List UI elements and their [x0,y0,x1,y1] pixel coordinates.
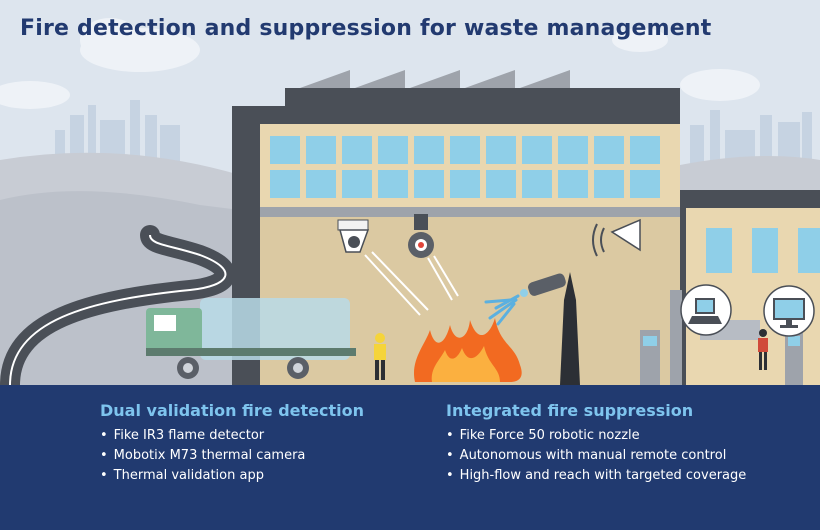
fire-icon [413,318,522,382]
clouds [0,18,760,109]
detection-list: Fike IR3 flame detector Mobotix M73 ther… [100,428,364,483]
info-panel: Dual validation fire detection Fike IR3 … [0,385,820,530]
detection-item: Fike IR3 flame detector [100,428,364,443]
illustration-scene [0,18,820,385]
suppression-item: High-flow and reach with targeted covera… [446,468,747,483]
desktop-monitor-icon [763,285,815,337]
detection-heading: Dual validation fire detection [100,401,365,420]
laptop-icon [680,284,732,336]
suppression-item: Autonomous with manual remote control [446,448,746,463]
upper-windows [270,136,660,198]
detection-item: Mobotix M73 thermal camera [100,448,364,463]
suppression-heading: Integrated fire suppression [446,401,694,420]
thermal-camera-icon [408,214,459,301]
detection-section: Dual validation fire detection Fike IR3 … [100,401,364,488]
suppression-list: Fike Force 50 robotic nozzle Autonomous … [446,428,747,483]
distant-city [55,100,812,170]
page-title: Fire detection and suppression for waste… [20,16,712,41]
suppression-item: Fike Force 50 robotic nozzle [446,428,746,443]
siren-icon [592,218,641,257]
water-spray [484,294,520,326]
suppression-section: Integrated fire suppression Fike Force 5… [446,401,746,488]
garbage-truck-icon [146,298,356,379]
robotic-nozzle-icon [520,272,580,385]
operator-figure [758,329,768,370]
flame-detector-icon [337,219,429,316]
detection-item: Thermal validation app [100,468,364,483]
worker-icon [374,333,386,380]
